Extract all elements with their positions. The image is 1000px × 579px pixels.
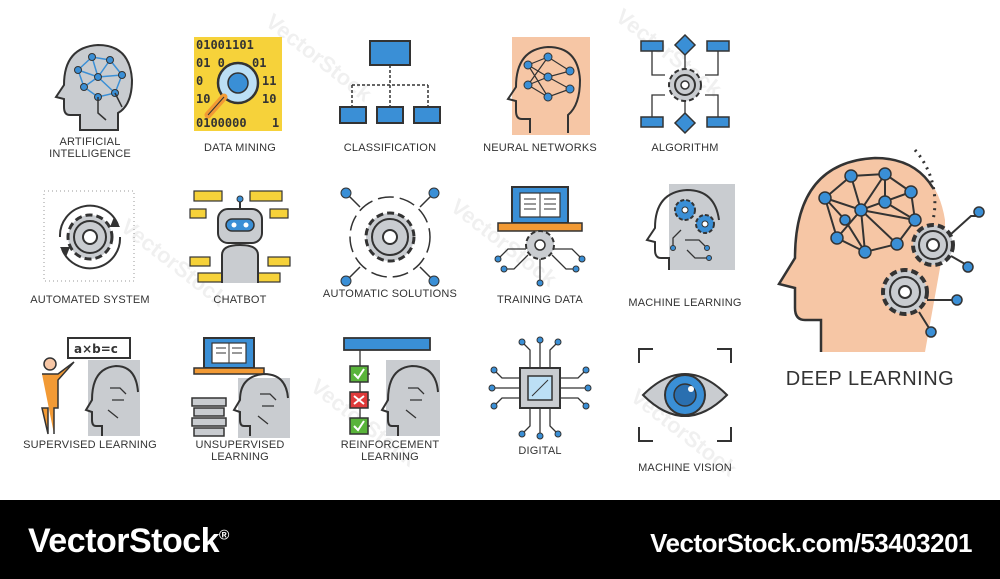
gear-cycle-icon [43,190,135,282]
icon-label: AUTOMATED SYSTEM [30,294,150,306]
head-network-icon [54,43,134,131]
svg-text:11: 11 [262,74,276,88]
icon-label: ALGORITHM [651,142,719,154]
head-gears-icon [645,184,735,270]
icon-label: MACHINE LEARNING [628,297,742,309]
icon-card-automatic-solutions: AUTOMATIC SOLUTIONS [320,187,460,337]
icon-card-supervised-learning: a×b=c SUPERVISED LEARNING [20,337,160,488]
hero-label: DEEP LEARNING [785,368,955,390]
icon-label: CLASSIFICATION [343,142,437,154]
board-text: a×b=c [74,342,118,356]
icon-card-training-data: TRAINING DATA [470,186,610,337]
icon-card-data-mining: 01001101 01 0 01 0 11 10 10 0100000 1 DATA MI… [170,35,310,185]
icon-label: NEURAL NETWORKS [483,142,597,154]
icon-label: UNSUPERVISED LEARNING [195,439,285,463]
laptop-books-head-icon [191,337,290,438]
teacher-board-icon: a×b=c [41,337,140,436]
icon-label: CHATBOT [213,294,267,306]
icon-label: TRAINING DATA [497,294,583,306]
hierarchy-icon [339,40,441,124]
icon-card-chatbot: CHATBOT [170,187,310,337]
icon-label: SUPERVISED LEARNING [23,439,157,451]
icon-label: DIGITAL [518,445,562,457]
icon-card-classification: CLASSIFICATION [320,35,460,185]
svg-text:1: 1 [272,116,279,130]
svg-text:01: 01 [252,56,266,70]
gear-nodes-icon [340,187,440,287]
icon-sheet: VectorStock VectorStock VectorStock Vect… [20,3,995,495]
flowchart-gear-icon [640,33,730,135]
laptop-book-icon [494,186,586,287]
footer-bar: VectorStock® VectorStock.com/53403201 [0,500,1000,579]
icon-label: DATA MINING [203,142,277,154]
icon-label: REINFORCEMENT LEARNING [340,439,440,463]
icon-label: ARTIFICIAL INTELLIGENCE [49,136,131,160]
hero-icon [765,140,995,355]
icon-card-reinforcement-learning: REINFORCEMENT LEARNING [320,337,460,488]
svg-text:10: 10 [196,92,210,106]
eye-scan-icon [638,348,732,442]
robot-chat-icon [189,190,291,283]
binary-magnifier-icon: 01001101 01 0 01 0 11 10 10 0100000 1 [194,37,282,131]
icon-label: MACHINE VISION [638,462,732,474]
icon-card-automated-system: AUTOMATED SYSTEM [20,187,160,337]
checklist-head-icon [343,337,440,436]
icon-card-artificial-intelligence: ARTIFICIAL INTELLIGENCE [20,35,160,185]
brand-logo: VectorStock® [28,522,229,561]
chip-icon [488,336,592,440]
svg-text:01001101: 01001101 [196,38,254,52]
icon-card-unsupervised-learning: UNSUPERVISED LEARNING [170,337,310,488]
icon-card-neural-networks: NEURAL NETWORKS [470,35,610,185]
icon-card-digital: DIGITAL [470,336,610,488]
icon-card-machine-vision: MACHINE VISION [615,345,755,495]
svg-text:01 0: 01 0 [196,56,225,70]
icon-label: AUTOMATIC SOLUTIONS [322,288,458,300]
svg-text:10: 10 [262,92,276,106]
icon-card-algorithm: ALGORITHM [615,33,755,185]
head-brain-gears-icon [777,149,985,352]
brand-name: VectorStock [28,522,220,560]
head-neural-icon [506,37,590,135]
svg-text:0100000: 0100000 [196,116,247,130]
image-id: VectorStock.com/53403201 [650,528,972,558]
registered-mark: ® [219,526,229,543]
svg-text:0: 0 [196,74,203,88]
icon-card-machine-learning: MACHINE LEARNING [615,182,755,332]
